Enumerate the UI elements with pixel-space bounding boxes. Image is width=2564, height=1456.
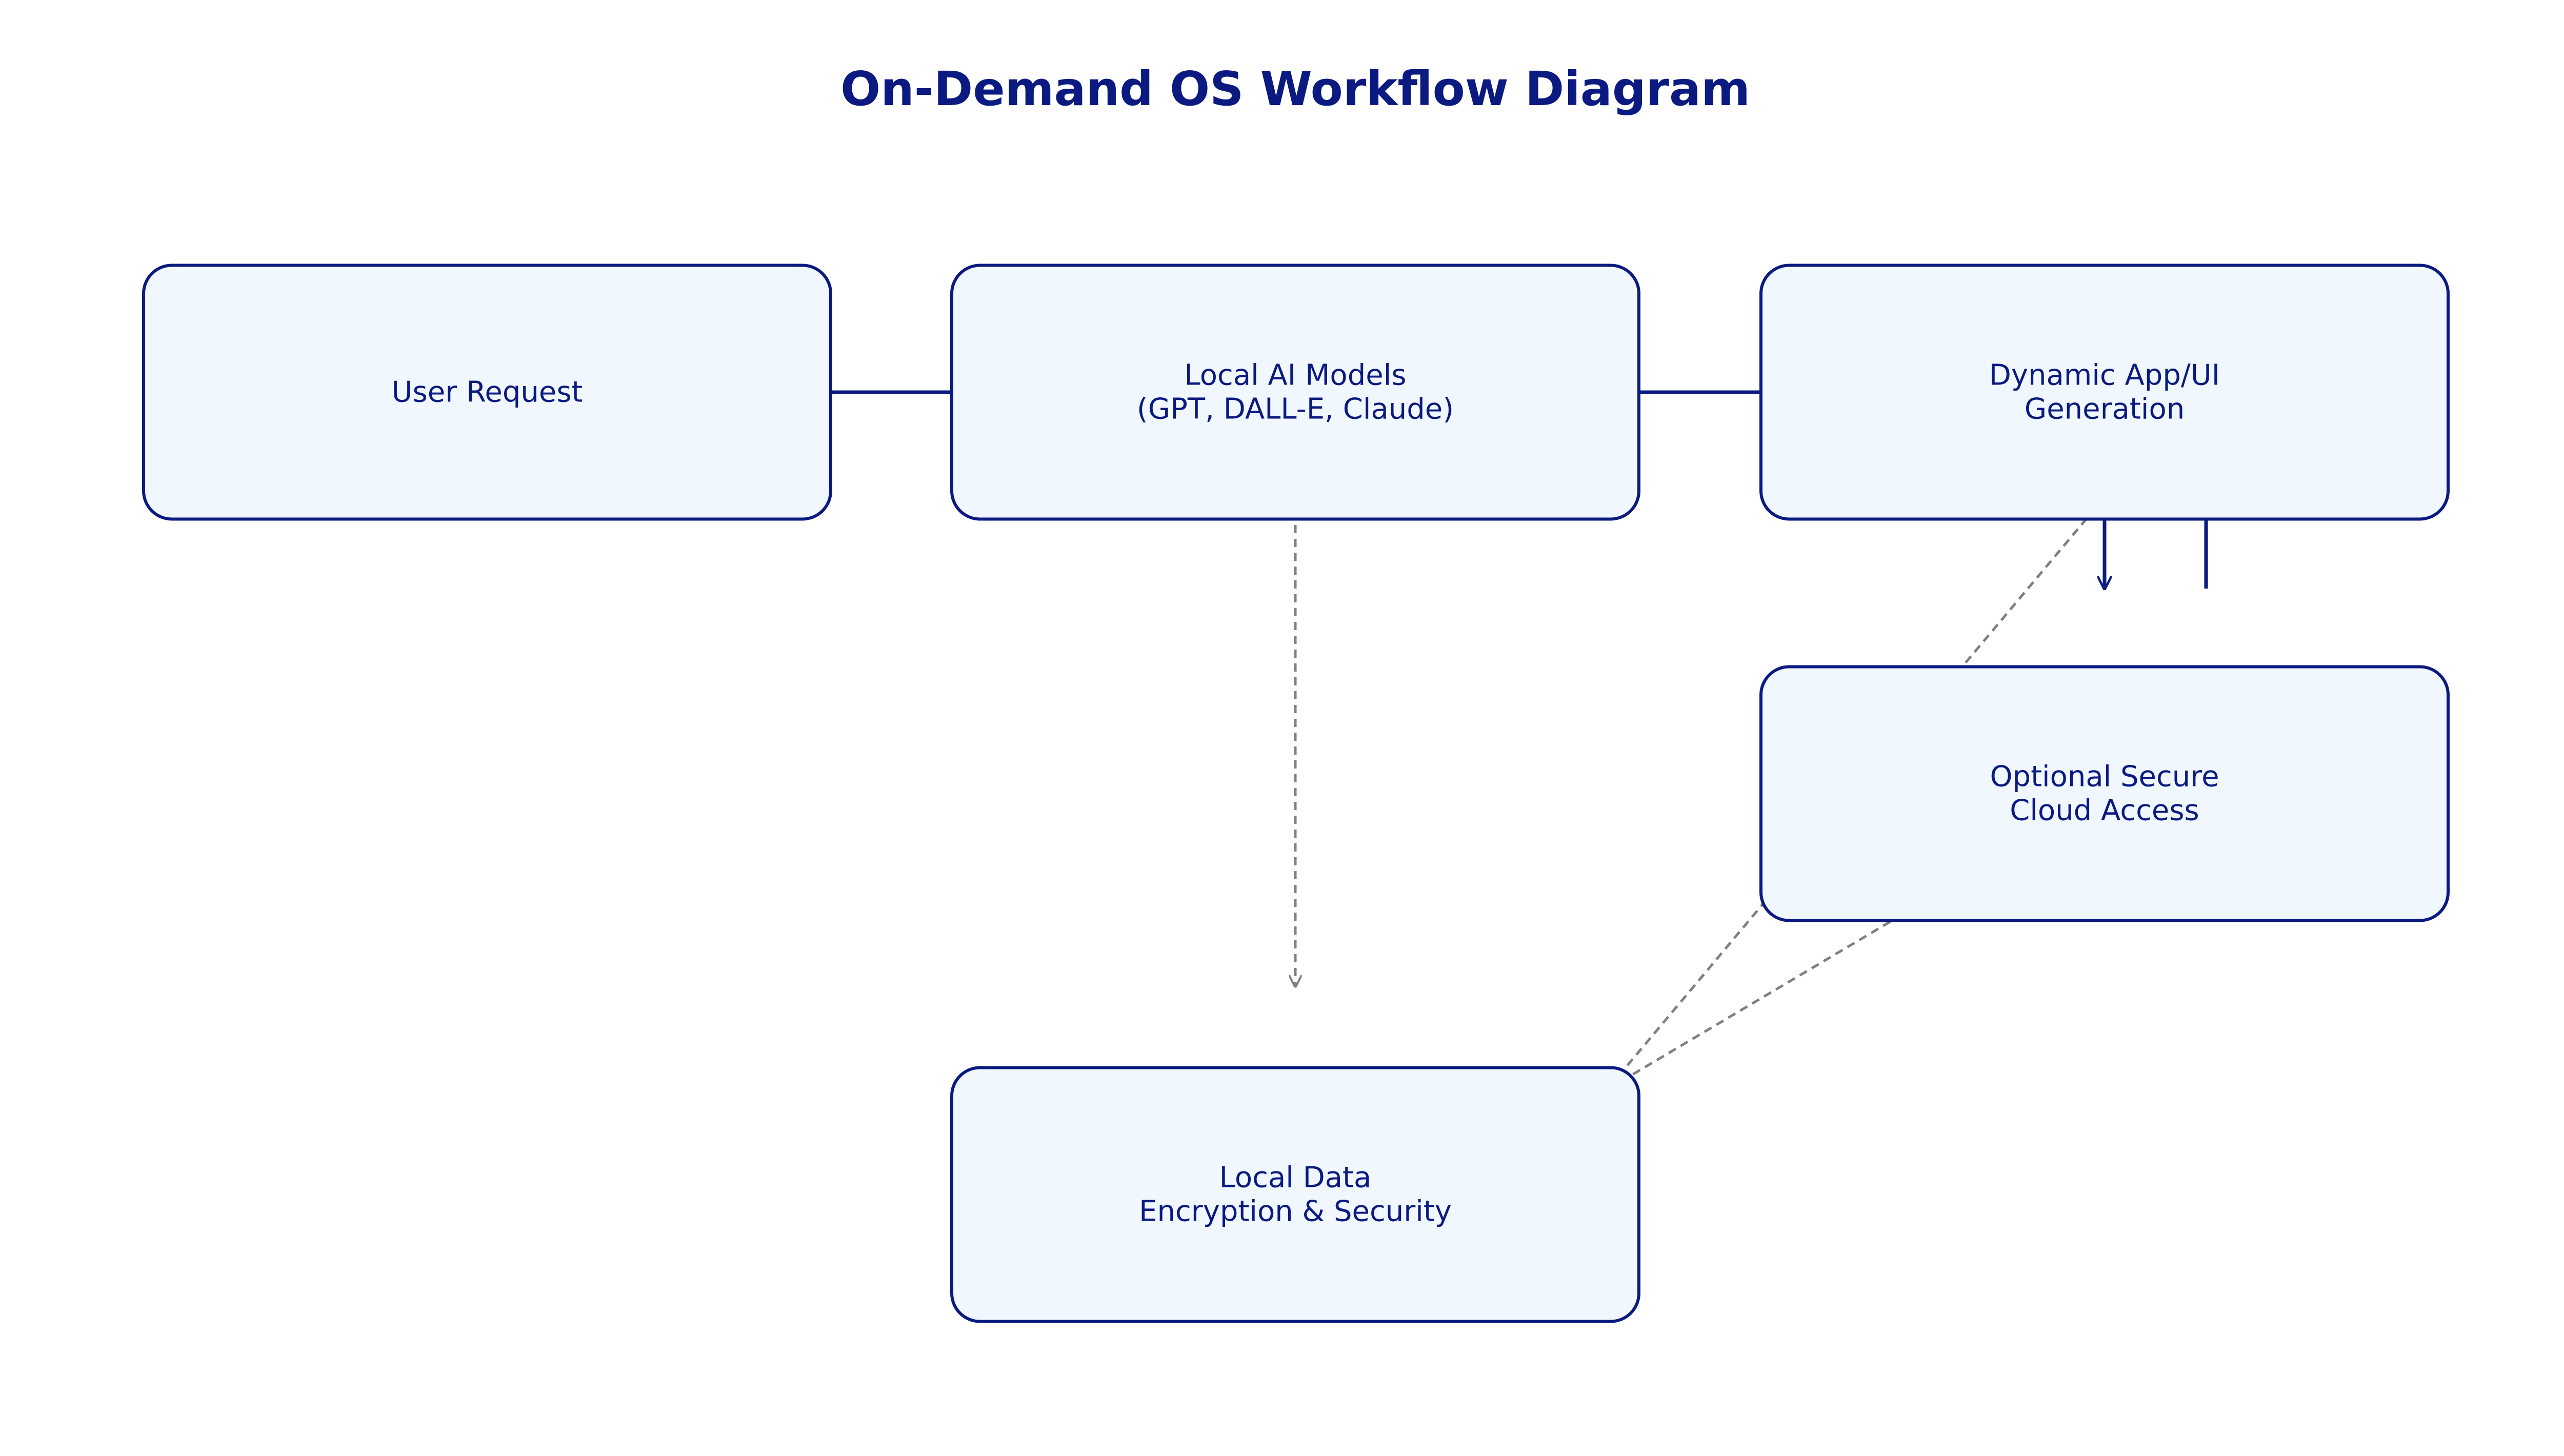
node-label-dynamic-app-ui-line-1: Dynamic App/UI xyxy=(1989,359,2220,392)
node-box-local-ai-models xyxy=(950,264,1640,521)
node-user-request: User Request xyxy=(142,264,832,521)
node-label-secure-cloud-line-2: Cloud Access xyxy=(2010,794,2199,827)
node-label-user-request-line-1: User Request xyxy=(392,376,583,409)
node-label-secure-cloud-line-1: Optional Secure xyxy=(1990,760,2219,794)
node-box-dynamic-app-ui xyxy=(1759,264,2450,521)
diagram-title: On-Demand OS Workflow Diagram xyxy=(840,62,1750,116)
node-label-local-ai-models-line-2: (GPT, DALL-E, Claude) xyxy=(1137,393,1454,426)
node-label-local-data-line-2: Encryption & Security xyxy=(1139,1195,1452,1228)
node-box-secure-cloud xyxy=(1759,665,2450,922)
node-box-local-data xyxy=(950,1066,1640,1323)
nodes-layer: User Request Local AI Models(GPT, DALL-E,… xyxy=(142,264,2450,1323)
node-label-local-ai-models-line-1: Local AI Models xyxy=(1185,359,1407,392)
node-box-user-request xyxy=(142,264,832,521)
node-label-dynamic-app-ui-line-2: Generation xyxy=(2025,393,2185,426)
node-label-local-data-line-1: Local Data xyxy=(1219,1161,1372,1195)
node-local-ai-models: Local AI Models(GPT, DALL-E, Claude) xyxy=(950,264,1640,521)
